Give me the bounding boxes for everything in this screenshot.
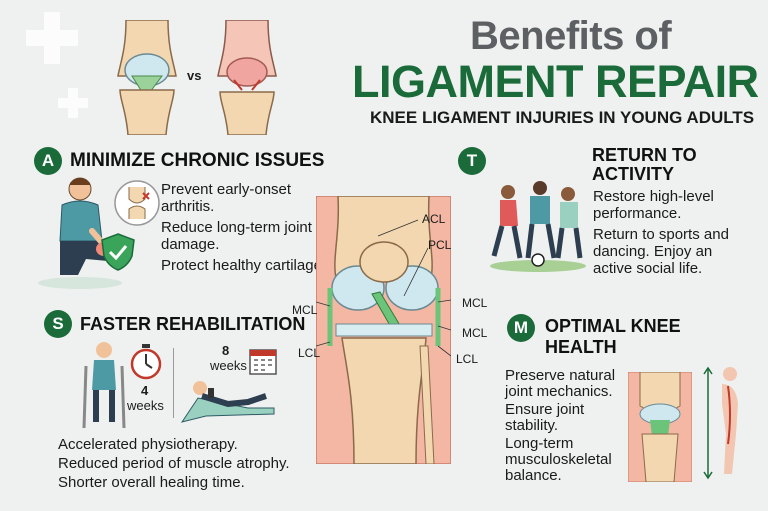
activity-line-1: Restore high-level performance. [593, 188, 714, 222]
knee-label-mcl-left: MCL [292, 303, 318, 317]
calendar-icon [249, 349, 277, 375]
rehab-weeks-8-label: weeks [210, 358, 247, 373]
chronic-line-3: Protect healthy cartilage [161, 257, 322, 274]
knee-label-lcl-right: LCL [456, 352, 479, 366]
rehab-line-2: Reduced period of muscle atrophy. [58, 455, 290, 472]
rehab-weeks-4: 4 [141, 383, 149, 398]
knee-label-pcl: PCL [428, 238, 452, 252]
section-heading-activity-1: RETURN TO [592, 145, 697, 165]
health-line-3: Long-term musculoskeletal balance. [505, 435, 612, 484]
subtitle: KNEE LIGAMENT INJURIES IN YOUNG ADULTS [370, 108, 755, 127]
kneeling-person-icon [38, 177, 122, 289]
section-badge-chronic: A [34, 147, 62, 175]
activity-text: Restore high-level performance. Return t… [593, 188, 753, 281]
plus-decoration-icon [26, 12, 78, 64]
section-heading-health-1: OPTIMAL KNEE [545, 316, 681, 336]
section-badge-rehab: S [44, 310, 72, 338]
chronic-line-2: Reduce long-term joint damage. [161, 219, 312, 253]
soccer-players-icon [490, 181, 586, 272]
section-heading-activity-2: ACTIVITY [592, 164, 675, 184]
rehab-weeks-4-label: weeks [127, 398, 164, 413]
title-line1: Benefits of [470, 14, 672, 58]
chronic-text: Prevent early-onset arthritis. Reduce lo… [161, 181, 331, 278]
health-text: Preserve natural joint mechanics. Ensure… [505, 368, 625, 486]
crutches-person-icon [82, 342, 126, 429]
section-badge-health: M [507, 314, 535, 342]
knee-label-lcl-left: LCL [298, 346, 321, 360]
vs-label: vs [187, 68, 202, 83]
section-heading-chronic: MINIMIZE CHRONIC ISSUES [70, 150, 325, 171]
plus-decoration-icon [58, 88, 88, 118]
activity-line-2: Return to sports and dancing. Enjoy an a… [593, 226, 729, 277]
reclining-person-icon [180, 381, 275, 423]
healthy-knee-closeup-icon [628, 372, 692, 482]
spine-posture-icon [703, 366, 738, 480]
section-heading-health-2: HEALTH [545, 337, 617, 357]
healthy-knee-icon [117, 20, 177, 135]
rehab-divider [173, 348, 174, 418]
shield-check-icon [101, 233, 135, 271]
rehab-line-3: Shorter overall healing time. [58, 474, 245, 491]
knee-label-acl: ACL [422, 212, 446, 226]
knee-label-mcl-right-2: MCL [462, 326, 488, 340]
knee-damage-icon [114, 180, 160, 226]
rehab-line-1: Accelerated physiotherapy. [58, 436, 238, 453]
stopwatch-icon [130, 344, 162, 380]
knee-anatomy-icon [316, 196, 451, 464]
title-line2: LIGAMENT REPAIR [352, 56, 759, 107]
rehab-weeks-8: 8 [222, 343, 230, 358]
knee-label-mcl-right-1: MCL [462, 296, 488, 310]
section-badge-activity: T [458, 147, 486, 175]
chronic-line-1: Prevent early-onset arthritis. [161, 181, 292, 215]
injured-knee-icon [217, 20, 277, 135]
section-heading-rehab: FASTER REHABILITATION [80, 314, 306, 334]
health-line-1: Preserve natural joint mechanics. [505, 367, 616, 400]
rehab-text: Accelerated physiotherapy. Reduced perio… [58, 436, 338, 493]
health-line-2: Ensure joint stability. [505, 401, 585, 434]
